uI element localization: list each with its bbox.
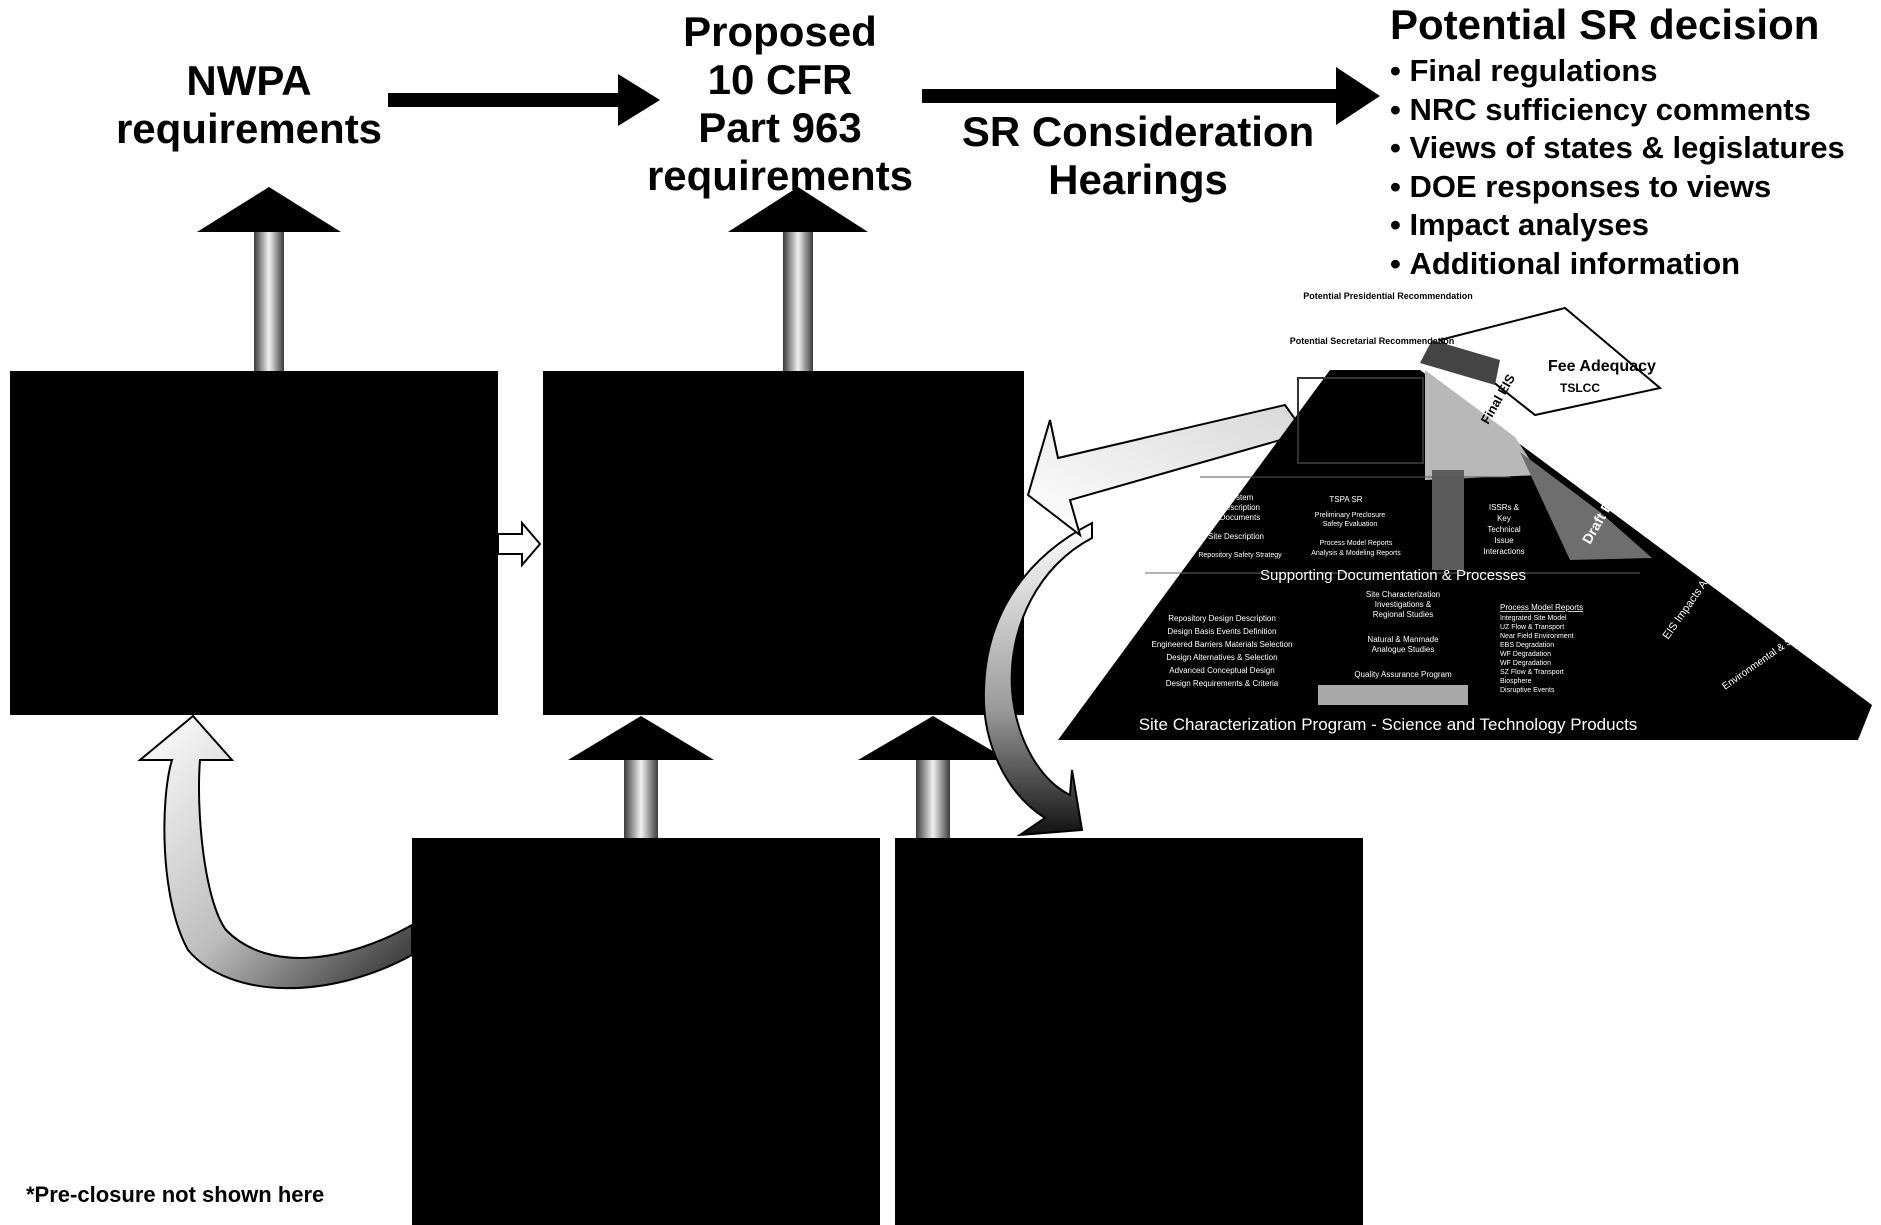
fee-adequacy-box [1420,306,1663,417]
pmr-list-item: WF Degradation [1500,660,1551,667]
sr-consideration-hearings-heading: SR Consideration Hearings [961,108,1315,203]
decision-item: NRC sufficiency comments [1390,91,1845,130]
repository-safety-strategy-label: Repository Safety Strategy [1198,552,1282,559]
nwpa-requirements-heading: NWPA requirements [115,57,383,152]
pmr-list-item: WF Degradation [1500,651,1551,658]
tslcc-label: TSLCC [1560,381,1600,395]
pyramid-base-label: Site Characterization Program - Science … [1139,715,1638,734]
pmr-list-item: EBS Degradation [1500,642,1554,649]
decision-list: Final regulations NRC sufficiency commen… [1390,52,1845,284]
issr-line2: Key [1497,514,1511,523]
pmr-list-item: Integrated Site Model [1500,615,1567,622]
supporting-documentation-label: Supporting Documentation & Processes [1260,567,1526,584]
site-char-line3: Regional Studies [1373,610,1433,619]
pyramid [1058,370,1872,740]
decision-item: Impact analyses [1390,206,1845,245]
final-eis-band [1425,370,1540,480]
proposed-10cfr-heading: Proposed 10 CFR Part 963 requirements [646,8,914,199]
pyramid-secretarial-label: Potential Secretarial Recommendation [1290,336,1455,346]
natural-analogue-line2: Analogue Studies [1372,645,1435,654]
pmr-line1: Process Model Reports [1320,540,1393,547]
issr-line1: ISSRs & [1489,503,1520,512]
pmr-list-item: Disruptive Events [1500,687,1555,694]
design-item-4: Design Alternatives & Selection [1166,653,1277,662]
site-char-line1: Site Characterization [1366,590,1440,599]
proposed-to-decision-arrow [922,67,1380,125]
issr-line4: Issue [1494,536,1514,545]
pyramid-presidential-label: Potential Presidential Recommendation [1303,291,1473,301]
potential-sr-decision-title: Potential SR decision [1390,1,1820,48]
fee-adequacy-label: Fee Adequacy [1548,358,1656,375]
pyramid-grey-column [1432,470,1464,570]
up-arrow-middle [728,187,868,372]
pmr-list-item: UZ Flow & Transport [1500,624,1564,631]
natural-analogue-line1: Natural & Manmade [1367,635,1439,644]
up-arrow-lower-right [858,716,1008,838]
system-docs-line3: Documents [1220,513,1260,522]
qa-bar [1318,685,1468,705]
tspa-sr-label: TSPA SR [1329,495,1362,504]
site-char-line2: Investigations & [1375,600,1432,609]
lower-left-box [412,838,880,1225]
quality-assurance-label: Quality Assurance Program [1354,670,1452,679]
nwpa-to-proposed-arrow [388,74,660,126]
pmr-list-item: SZ Flow & Transport [1500,669,1564,676]
pmr-list-item: Biosphere [1500,678,1532,685]
system-docs-line1: System [1227,493,1254,502]
decision-item: Views of states & legislatures [1390,129,1844,168]
lower-right-box [895,838,1363,1225]
preliminary-preclosure-line2: Safety Evaluation [1323,521,1378,528]
design-item-2: Design Basis Events Definition [1168,627,1277,636]
curved-arrow-left [137,714,413,990]
box-connector-arrow [497,520,542,568]
pre-closure-footnote: *Pre-closure not shown here [26,1182,325,1207]
site-description-label: Site Description [1208,532,1264,541]
system-docs-line2: Description [1220,503,1260,512]
preliminary-preclosure-line1: Preliminary Preclosure [1315,512,1386,519]
draft-eis-band [1520,452,1652,560]
design-item-3: Engineered Barriers Materials Selection [1152,640,1293,649]
issr-line3: Technical [1487,525,1521,534]
curved-arrow-right [982,521,1093,837]
decision-item: Final regulations [1390,52,1845,91]
design-item-1: Repository Design Description [1168,614,1276,623]
design-item-6: Design Requirements & Criteria [1166,679,1279,688]
decision-item: Additional information [1390,245,1845,284]
up-arrow-lower-left [568,716,714,838]
upper-middle-box [543,371,1024,715]
pmr-list-item: Near Field Environment [1500,633,1574,640]
pmr-line2: Analysis & Modeling Reports [1311,550,1401,557]
pyramid-inner-frame [1297,377,1424,464]
design-item-5: Advanced Conceptual Design [1169,666,1274,675]
decision-item: DOE responses to views [1390,168,1845,207]
up-arrow-left [197,187,341,372]
pmr-list-header: Process Model Reports [1500,603,1583,612]
issr-line5: Interactions [1483,547,1524,556]
upper-left-box [10,371,498,715]
